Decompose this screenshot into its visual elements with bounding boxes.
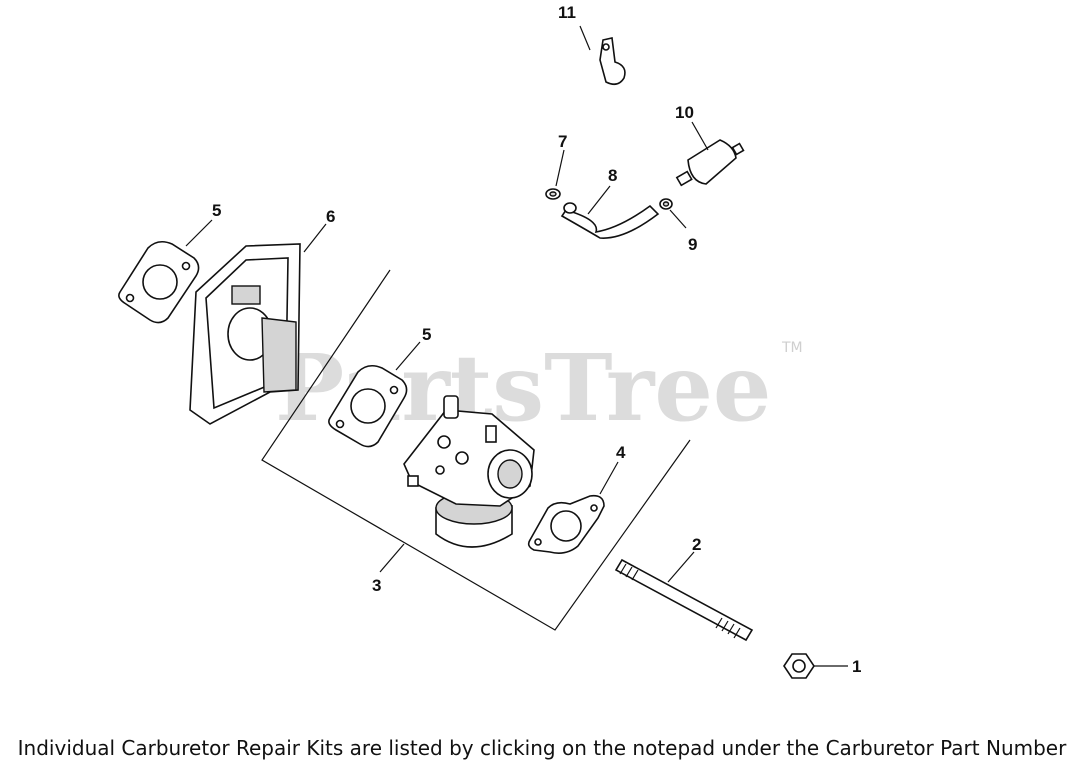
part-gasket-center[interactable] (328, 364, 408, 448)
leader-4 (599, 461, 619, 495)
part-fuel-hose[interactable] (560, 202, 660, 239)
callout-3: 3 (372, 576, 381, 595)
leader-2 (667, 551, 695, 583)
part-hose-clamp-lower[interactable] (659, 198, 673, 210)
leader-10 (691, 121, 709, 151)
leader-9 (669, 209, 687, 229)
part-clamp[interactable] (599, 37, 626, 86)
callout-11: 11 (558, 3, 576, 22)
parts-diagram: PartsTree TM (118, 3, 861, 679)
callout-8: 8 (608, 166, 617, 185)
leader-7 (555, 149, 565, 187)
part-gasket-right[interactable] (527, 494, 605, 554)
part-hose-clamp-upper[interactable] (545, 188, 561, 200)
leader-5a (185, 219, 213, 247)
part-gasket-left[interactable] (118, 240, 200, 324)
callout-2: 2 (692, 535, 701, 554)
leader-3 (379, 543, 405, 573)
callout-10: 10 (675, 103, 694, 122)
callout-7: 7 (558, 132, 567, 151)
part-air-cleaner-base[interactable] (189, 243, 301, 425)
leader-8 (587, 185, 611, 215)
leader-5b (395, 341, 421, 371)
part-stud[interactable] (614, 558, 754, 642)
callout-6: 6 (326, 207, 335, 226)
part-nut[interactable] (783, 653, 815, 679)
part-carburetor[interactable] (403, 395, 535, 548)
callout-4: 4 (616, 443, 626, 462)
leader-6 (303, 223, 327, 253)
watermark-trademark: TM (781, 340, 803, 356)
callout-9: 9 (688, 235, 697, 254)
part-fuel-filter[interactable] (675, 139, 745, 187)
callout-5-left: 5 (212, 201, 221, 220)
assembly-bracket (261, 269, 691, 631)
callout-1: 1 (852, 657, 861, 676)
callout-5-center: 5 (422, 325, 431, 344)
leader-11 (579, 25, 591, 51)
footer-note: Individual Carburetor Repair Kits are li… (17, 736, 1067, 760)
